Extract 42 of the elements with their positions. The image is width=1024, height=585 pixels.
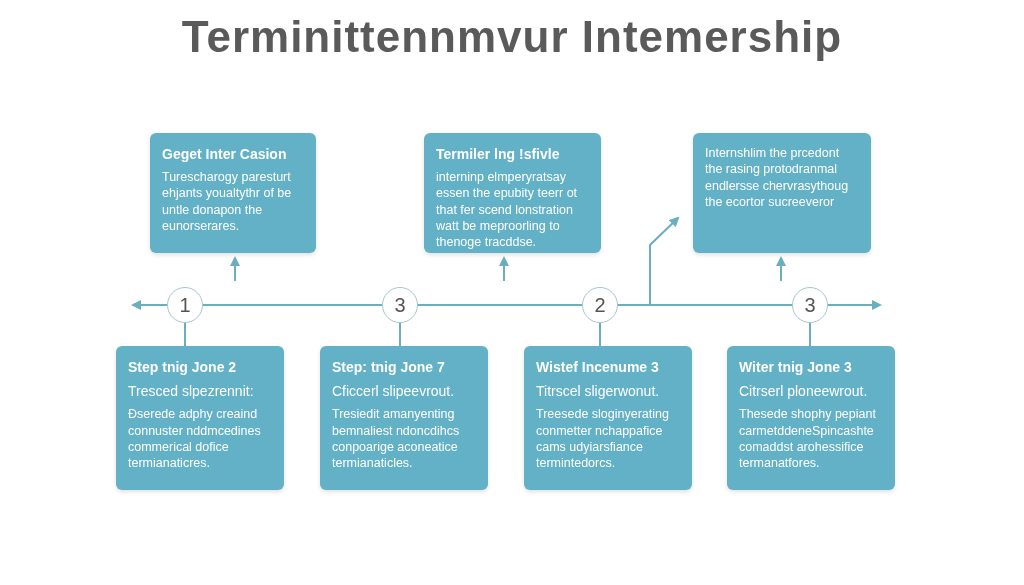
info-card: [693, 133, 871, 253]
box-subheading: Citrserl ploneewrout.: [739, 382, 869, 401]
box-text: Internshlim the prcedont the rasing protodranmal endlersse chervrasythoug the ecortor sucreeveror: [705, 145, 850, 210]
arrow: [131, 300, 168, 310]
connector-line: [617, 304, 793, 306]
info-card: [320, 346, 488, 490]
arrow: [230, 256, 240, 282]
box-heading: Geget Inter Casion: [162, 145, 288, 164]
connector-line: [417, 304, 583, 306]
box-subheading: Tresced slpezrennit:: [128, 382, 255, 401]
arrow: [776, 256, 786, 282]
box-heading: Step tnig Jone 2: [128, 358, 238, 377]
info-card: [150, 133, 316, 253]
box-heading: Wistef Incenume 3: [536, 358, 660, 377]
box-text: Tresiedit amanyenting bemnaliest ndoncdihcs conpoarige aconeatice termianaticles.: [332, 406, 461, 472]
connector-line: [184, 322, 186, 347]
box-subheading: Cficcerl slipeevrout.: [332, 382, 456, 401]
box-text: Thesede shophy pepiant carmetddeneSpincashte comaddst arohessifice termanatfores.: [739, 406, 877, 472]
connector-line: [599, 322, 601, 347]
arrow: [499, 256, 509, 282]
title: Terminittennmvur Intemership: [180, 12, 844, 62]
connector-line: [399, 322, 401, 347]
info-card: [524, 346, 692, 490]
box-heading: Witer tnig Jone 3: [739, 358, 853, 377]
box-heading: Termiler lng !sfivle: [436, 145, 561, 164]
arrow: [649, 216, 680, 305]
box-text: Turescharogy paresturt ehjants youaltythr of be untle donapon the eunorserares.: [162, 169, 293, 235]
connector-line: [809, 322, 811, 347]
box-text: Ðserede adphy creaind connuster nddmcedines commerical dofice termianaticres.: [128, 406, 262, 472]
step-number: 3: [382, 287, 418, 323]
info-card: [424, 133, 601, 253]
info-card: [727, 346, 895, 490]
info-card: [116, 346, 284, 490]
box-heading: Step: tnig Jone 7: [332, 358, 446, 377]
step-number: 2: [582, 287, 618, 323]
box-text: interninp elmperyratsay essen the epubity teerr ot that fer scend lonstration watt be meproorling to thenoge tracddse.: [436, 169, 579, 251]
arrow: [827, 300, 882, 310]
step-number: 3: [792, 287, 828, 323]
box-text: Treesede sloginyerating conmetter nchappafice cams udyiarsfiance termintedorcs.: [536, 406, 670, 472]
step-number: 1: [167, 287, 203, 323]
box-subheading: Titrscel sligerwonut.: [536, 382, 661, 401]
connector-line: [202, 304, 383, 306]
